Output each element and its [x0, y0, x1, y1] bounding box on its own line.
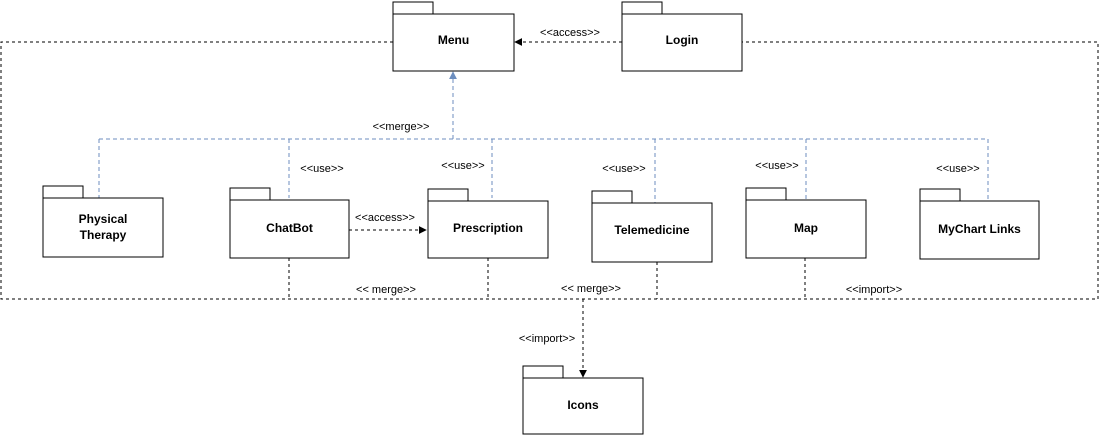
label-import-right: <<import>>	[846, 284, 902, 296]
package-map[interactable]: Map	[745, 187, 867, 259]
label-prescription-use: <<use>>	[441, 160, 484, 172]
label-chatbot-use: <<use>>	[300, 163, 343, 175]
system-boundary	[0, 41, 1099, 300]
label-mychart-use: <<use>>	[936, 163, 979, 175]
package-telemedicine-label: Telemedicine	[614, 223, 689, 237]
package-menu[interactable]: Menu	[392, 1, 515, 72]
merge-tree	[98, 71, 989, 204]
label-telemedicine-use: <<use>>	[602, 163, 645, 175]
label-import-icons: <<import>>	[519, 333, 575, 345]
label-merge-left: << merge>>	[356, 284, 416, 296]
package-menu-label: Menu	[438, 33, 469, 47]
package-mychart-links[interactable]: MyChart Links	[919, 188, 1040, 260]
package-mychart-links-label: MyChart Links	[938, 222, 1021, 236]
label-map-use: <<use>>	[755, 160, 798, 172]
package-prescription-label: Prescription	[453, 221, 523, 235]
package-prescription[interactable]: Prescription	[427, 188, 549, 259]
package-map-label: Map	[794, 221, 818, 235]
package-telemedicine[interactable]: Telemedicine	[591, 190, 713, 263]
package-chatbot[interactable]: ChatBot	[229, 187, 350, 259]
package-physical-therapy-label-line-2: Therapy	[80, 228, 127, 242]
package-physical-therapy[interactable]: Physical Therapy	[42, 185, 164, 258]
package-login[interactable]: Login	[621, 1, 743, 72]
import-tree	[288, 258, 806, 378]
package-chatbot-label: ChatBot	[266, 221, 313, 235]
package-physical-therapy-label-line-1: Physical	[79, 212, 128, 226]
package-icons-label: Icons	[567, 398, 599, 412]
package-login-label: Login	[666, 33, 699, 47]
label-login-menu-access: <<access>>	[540, 27, 600, 39]
package-icons[interactable]: Icons	[522, 365, 644, 435]
label-merge-center: << merge>>	[561, 283, 621, 295]
label-chatbot-prescription-access: <<access>>	[355, 212, 415, 224]
label-modules-menu-merge: <<merge>>	[373, 121, 430, 133]
